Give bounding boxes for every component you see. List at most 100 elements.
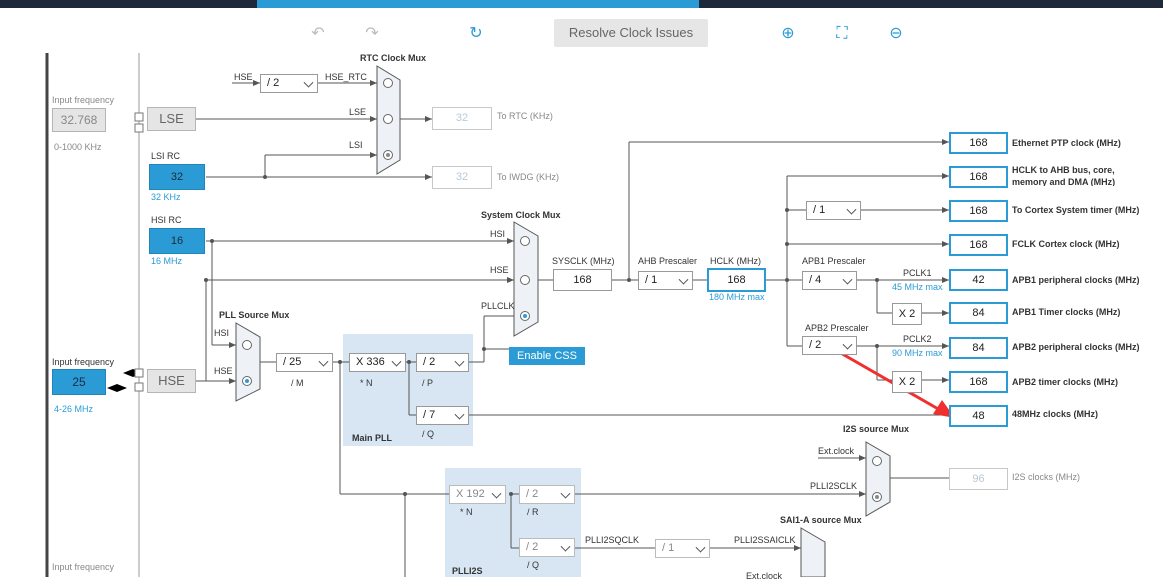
sys-mux-pllclk-label: PLLCLK xyxy=(481,301,515,311)
sysclk-label: SYSCLK (MHz) xyxy=(552,256,615,266)
pll-q-divider-select[interactable]: / 7 xyxy=(416,406,469,425)
plli2s-label: PLLI2S xyxy=(452,566,483,576)
hclk-label: HCLK (MHz) xyxy=(710,256,761,266)
plli2sq-divider-select[interactable]: / 1 xyxy=(655,539,710,558)
hsi-unit: 16 MHz xyxy=(151,256,182,266)
sys-mux-hse-label: HSE xyxy=(490,265,509,275)
rtc-lsi-label: LSI xyxy=(349,140,363,150)
hsi-rc-block[interactable]: 16 xyxy=(149,228,205,254)
i2s-source-mux-title: I2S source Mux xyxy=(843,424,909,434)
pll-src-hsi-label: HSI xyxy=(214,328,229,338)
ethernet-ptp-clock-label: Ethernet PTP clock (MHz) xyxy=(1012,138,1121,148)
i2s-mux-plli2s-radio[interactable] xyxy=(872,492,882,502)
plli2s-n-multiplier-select[interactable]: X 192 xyxy=(449,485,506,504)
hse-input-freq-label: Input frequency xyxy=(52,357,114,367)
rtc-mux-lsi-radio[interactable] xyxy=(383,150,393,160)
apb2-timer-multiplier: X 2 xyxy=(892,371,922,393)
apb1-timer-clock-value[interactable]: 84 xyxy=(949,302,1008,324)
pll-n-multiplier-select[interactable]: X 336 xyxy=(349,353,406,372)
rtc-output-label: To RTC (KHz) xyxy=(497,111,553,121)
hse-source-block[interactable]: HSE xyxy=(147,369,196,393)
plli2sqclk-label: PLLI2SQCLK xyxy=(585,535,639,545)
lsi-rc-block[interactable]: 32 xyxy=(149,164,205,190)
rtc-mux-hse-radio[interactable] xyxy=(383,78,393,88)
i2s-clock-value: 96 xyxy=(949,468,1008,490)
sys-mux-pllclk-radio[interactable] xyxy=(520,311,530,321)
ahb-prescaler-label: AHB Prescaler xyxy=(638,256,697,266)
ahb-prescaler-select[interactable]: / 1 xyxy=(638,271,693,290)
48mhz-clock-label: 48MHz clocks (MHz) xyxy=(1012,409,1098,419)
pclk2-max-label: 90 MHz max xyxy=(892,348,943,358)
pll-n-label: * N xyxy=(360,378,373,388)
i2s-ext-clock-label: Ext.clock xyxy=(818,446,854,456)
rtc-mux-lse-radio[interactable] xyxy=(383,114,393,124)
i2s-mux-ext-radio[interactable] xyxy=(872,456,882,466)
enable-css-button[interactable]: Enable CSS xyxy=(509,347,585,365)
pll-p-label: / P xyxy=(422,378,433,388)
sys-mux-hsi-label: HSI xyxy=(490,229,505,239)
rtc-output-value: 32 xyxy=(432,107,492,130)
fclk-cortex-clock-value[interactable]: 168 xyxy=(949,234,1008,256)
hse-range: 4-26 MHz xyxy=(54,404,93,414)
lse-input-freq-label: Input frequency xyxy=(52,95,114,105)
cortex-timer-clock-value[interactable]: 168 xyxy=(949,200,1008,222)
sai1a-source-mux-title: SAI1-A source Mux xyxy=(780,515,862,525)
plli2s-n-label: * N xyxy=(460,507,473,517)
pll-source-mux-title: PLL Source Mux xyxy=(219,310,289,320)
lse-range: 0-1000 KHz xyxy=(54,142,102,152)
sysclk-value[interactable]: 168 xyxy=(553,269,612,291)
apb2-timer-clock-label: APB2 timer clocks (MHz) xyxy=(1012,377,1118,387)
cortex-timer-divider-select[interactable]: / 1 xyxy=(806,201,861,220)
lse-freq-input[interactable]: 32.768 xyxy=(52,108,106,132)
pll-p-divider-select[interactable]: / 2 xyxy=(416,353,469,372)
pll-m-divider-select[interactable]: / 25 xyxy=(276,353,333,372)
pclk2-label: PCLK2 xyxy=(903,334,932,344)
48mhz-clock-value[interactable]: 48 xyxy=(949,405,1008,427)
lsi-rc-label: LSI RC xyxy=(151,151,180,161)
apb2-timer-clock-value[interactable]: 168 xyxy=(949,371,1008,393)
hclk-input[interactable]: 168 xyxy=(707,268,766,292)
pll-q-label: / Q xyxy=(422,429,434,439)
lsi-unit: 32 KHz xyxy=(151,192,181,202)
i2s-clock-label: I2S clocks (MHz) xyxy=(1012,472,1080,482)
hse-freq-input[interactable]: 25 xyxy=(52,369,106,395)
sai1a-ext-clock-label: Ext.clock xyxy=(746,571,782,581)
apb2-peripheral-clock-value[interactable]: 84 xyxy=(949,337,1008,359)
pll-src-hse-radio[interactable] xyxy=(242,376,252,386)
sys-mux-hse-radio[interactable] xyxy=(520,275,530,285)
system-clock-mux-title: System Clock Mux xyxy=(481,210,561,220)
main-pll-label: Main PLL xyxy=(352,433,392,443)
plli2s-r-divider-select[interactable]: / 2 xyxy=(519,485,575,504)
pll-src-hse-label: HSE xyxy=(214,366,233,376)
apb2-peripheral-clock-label: APB2 peripheral clocks (MHz) xyxy=(1012,342,1140,352)
hse-rtc-label: HSE_RTC xyxy=(325,72,367,82)
fclk-cortex-clock-label: FCLK Cortex clock (MHz) xyxy=(1012,239,1120,249)
plli2ssaiclk-label: PLLI2SSAICLK xyxy=(734,535,796,545)
pclk1-label: PCLK1 xyxy=(903,268,932,278)
hclk-ahb-clock-label: HCLK to AHB bus, core, memory and DMA (M… xyxy=(1012,164,1128,186)
rtc-mux-title: RTC Clock Mux xyxy=(360,53,426,63)
apb2-prescaler-label: APB2 Prescaler xyxy=(805,323,869,333)
pll-src-hsi-radio[interactable] xyxy=(242,340,252,350)
lse-source-block[interactable]: LSE xyxy=(147,107,196,131)
apb2-prescaler-select[interactable]: / 2 xyxy=(802,336,857,355)
rtc-hse-divider-select[interactable]: / 2 xyxy=(260,74,318,93)
pll-m-label: / M xyxy=(291,378,304,388)
plli2s-q-divider-select[interactable]: / 2 xyxy=(519,538,575,557)
apb1-prescaler-select[interactable]: / 4 xyxy=(802,271,857,290)
apb1-peripheral-clock-label: APB1 peripheral clocks (MHz) xyxy=(1012,275,1140,285)
hclk-ahb-clock-value[interactable]: 168 xyxy=(949,166,1008,188)
third-input-freq-label: Input frequency xyxy=(52,562,114,572)
sys-mux-hsi-radio[interactable] xyxy=(520,236,530,246)
pclk1-max-label: 45 MHz max xyxy=(892,282,943,292)
apb1-peripheral-clock-value[interactable]: 42 xyxy=(949,269,1008,291)
plli2s-q-label: / Q xyxy=(527,560,539,570)
plli2s-r-label: / R xyxy=(527,507,539,517)
ethernet-ptp-clock-value[interactable]: 168 xyxy=(949,132,1008,154)
hclk-max-label: 180 MHz max xyxy=(709,292,765,302)
iwdg-output-label: To IWDG (KHz) xyxy=(497,172,559,182)
iwdg-output-value: 32 xyxy=(432,166,492,189)
rtc-lse-label: LSE xyxy=(349,107,366,117)
apb1-prescaler-label: APB1 Prescaler xyxy=(802,256,866,266)
apb1-timer-multiplier: X 2 xyxy=(892,303,922,325)
